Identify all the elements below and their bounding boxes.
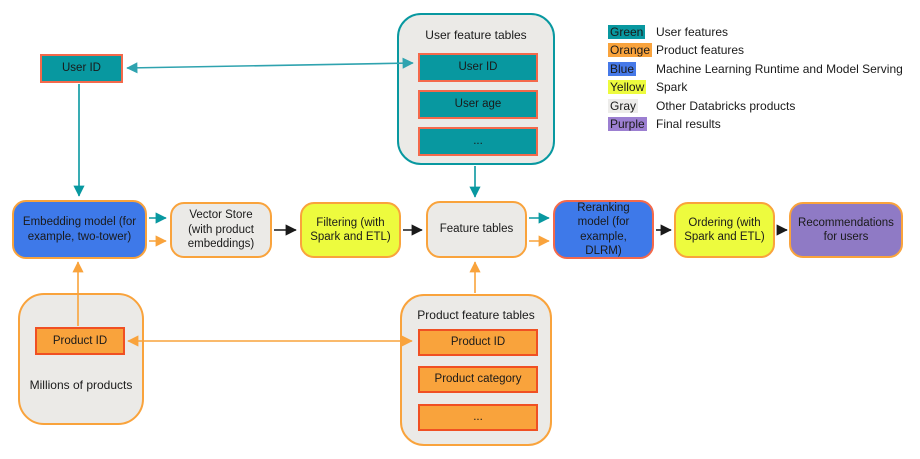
- reranking-model-node: Reranking model (for example, DLRM): [553, 200, 654, 259]
- user-feature-tables-group: User feature tables User ID User age ...: [397, 13, 555, 165]
- millions-of-products-caption: Millions of products: [29, 378, 133, 392]
- embedding-model-node: Embedding model (for example, two-tower): [12, 200, 147, 259]
- vector-store-node: Vector Store (with product embeddings): [170, 202, 272, 258]
- recommendations-label: Recommendations for users: [798, 216, 894, 243]
- legend-swatch-wrap: Gray: [608, 98, 656, 113]
- ordering-label: Ordering (with Spark and ETL): [684, 216, 765, 243]
- arrow-userid-userfeaturetables: [126, 57, 414, 74]
- legend-swatch-green: Green: [608, 24, 646, 39]
- user-feature-row-label: User ID: [458, 61, 498, 74]
- product-feature-tables-title: Product feature tables: [417, 308, 535, 322]
- user-feature-tables-title: User feature tables: [425, 28, 527, 42]
- product-feature-row-label: Product ID: [450, 336, 506, 349]
- legend-swatch-gray: Gray: [608, 98, 639, 113]
- legend-row: Purple Final results: [608, 117, 903, 132]
- legend-swatch-yellow: Yellow: [608, 80, 647, 95]
- embedding-model-label: Embedding model (for example, two-tower): [22, 216, 137, 243]
- recommendations-node: Recommendations for users: [789, 202, 903, 258]
- legend-label: Spark: [656, 80, 688, 95]
- legend-row: Blue Machine Learning Runtime and Model …: [608, 61, 903, 76]
- ordering-node: Ordering (with Spark and ETL): [674, 202, 775, 258]
- legend-label: Product features: [656, 43, 745, 58]
- user-id-source-label: User ID: [62, 62, 101, 75]
- millions-product-id-box: Product ID: [35, 327, 125, 355]
- legend-swatch-wrap: Blue: [608, 61, 656, 76]
- vector-store-label: Vector Store (with product embeddings): [187, 209, 255, 251]
- legend-label: Final results: [656, 117, 721, 132]
- filtering-label: Filtering (with Spark and ETL): [310, 216, 391, 243]
- legend: Green User features Orange Product featu…: [608, 24, 903, 137]
- user-feature-row-label: ...: [473, 135, 483, 148]
- legend-swatch-wrap: Purple: [608, 117, 656, 132]
- product-feature-row-label: Product category: [434, 373, 522, 386]
- legend-label: Machine Learning Runtime and Model Servi…: [656, 61, 903, 76]
- millions-of-products-group: [18, 293, 144, 425]
- product-feature-row: Product category: [418, 366, 538, 393]
- legend-swatch-wrap: Orange: [608, 43, 656, 58]
- user-feature-row: User age: [418, 90, 538, 119]
- feature-tables-label: Feature tables: [439, 223, 514, 236]
- legend-row: Green User features: [608, 24, 903, 39]
- legend-label: Other Databricks products: [656, 98, 796, 113]
- legend-swatch-blue: Blue: [608, 61, 637, 76]
- millions-product-id-label: Product ID: [52, 334, 108, 347]
- feature-tables-node: Feature tables: [426, 201, 527, 258]
- legend-row: Gray Other Databricks products: [608, 98, 903, 113]
- product-feature-row: ...: [418, 404, 538, 431]
- reranking-model-label: Reranking model (for example, DLRM): [577, 201, 630, 257]
- user-feature-row-label: User age: [454, 98, 502, 111]
- product-feature-tables-group: Product feature tables Product ID Produc…: [400, 294, 552, 446]
- legend-row: Orange Product features: [608, 43, 903, 58]
- product-feature-row-label: ...: [473, 411, 483, 424]
- legend-swatch-wrap: Green: [608, 24, 656, 39]
- legend-label: User features: [656, 24, 729, 39]
- legend-swatch-orange: Orange: [608, 43, 653, 58]
- user-feature-row: User ID: [418, 53, 538, 82]
- legend-swatch-wrap: Yellow: [608, 80, 656, 95]
- user-feature-row: ...: [418, 127, 538, 156]
- legend-swatch-purple: Purple: [608, 117, 647, 132]
- user-id-source-box: User ID: [40, 54, 123, 83]
- legend-row: Yellow Spark: [608, 80, 903, 95]
- filtering-node: Filtering (with Spark and ETL): [300, 202, 401, 258]
- product-feature-row: Product ID: [418, 329, 538, 356]
